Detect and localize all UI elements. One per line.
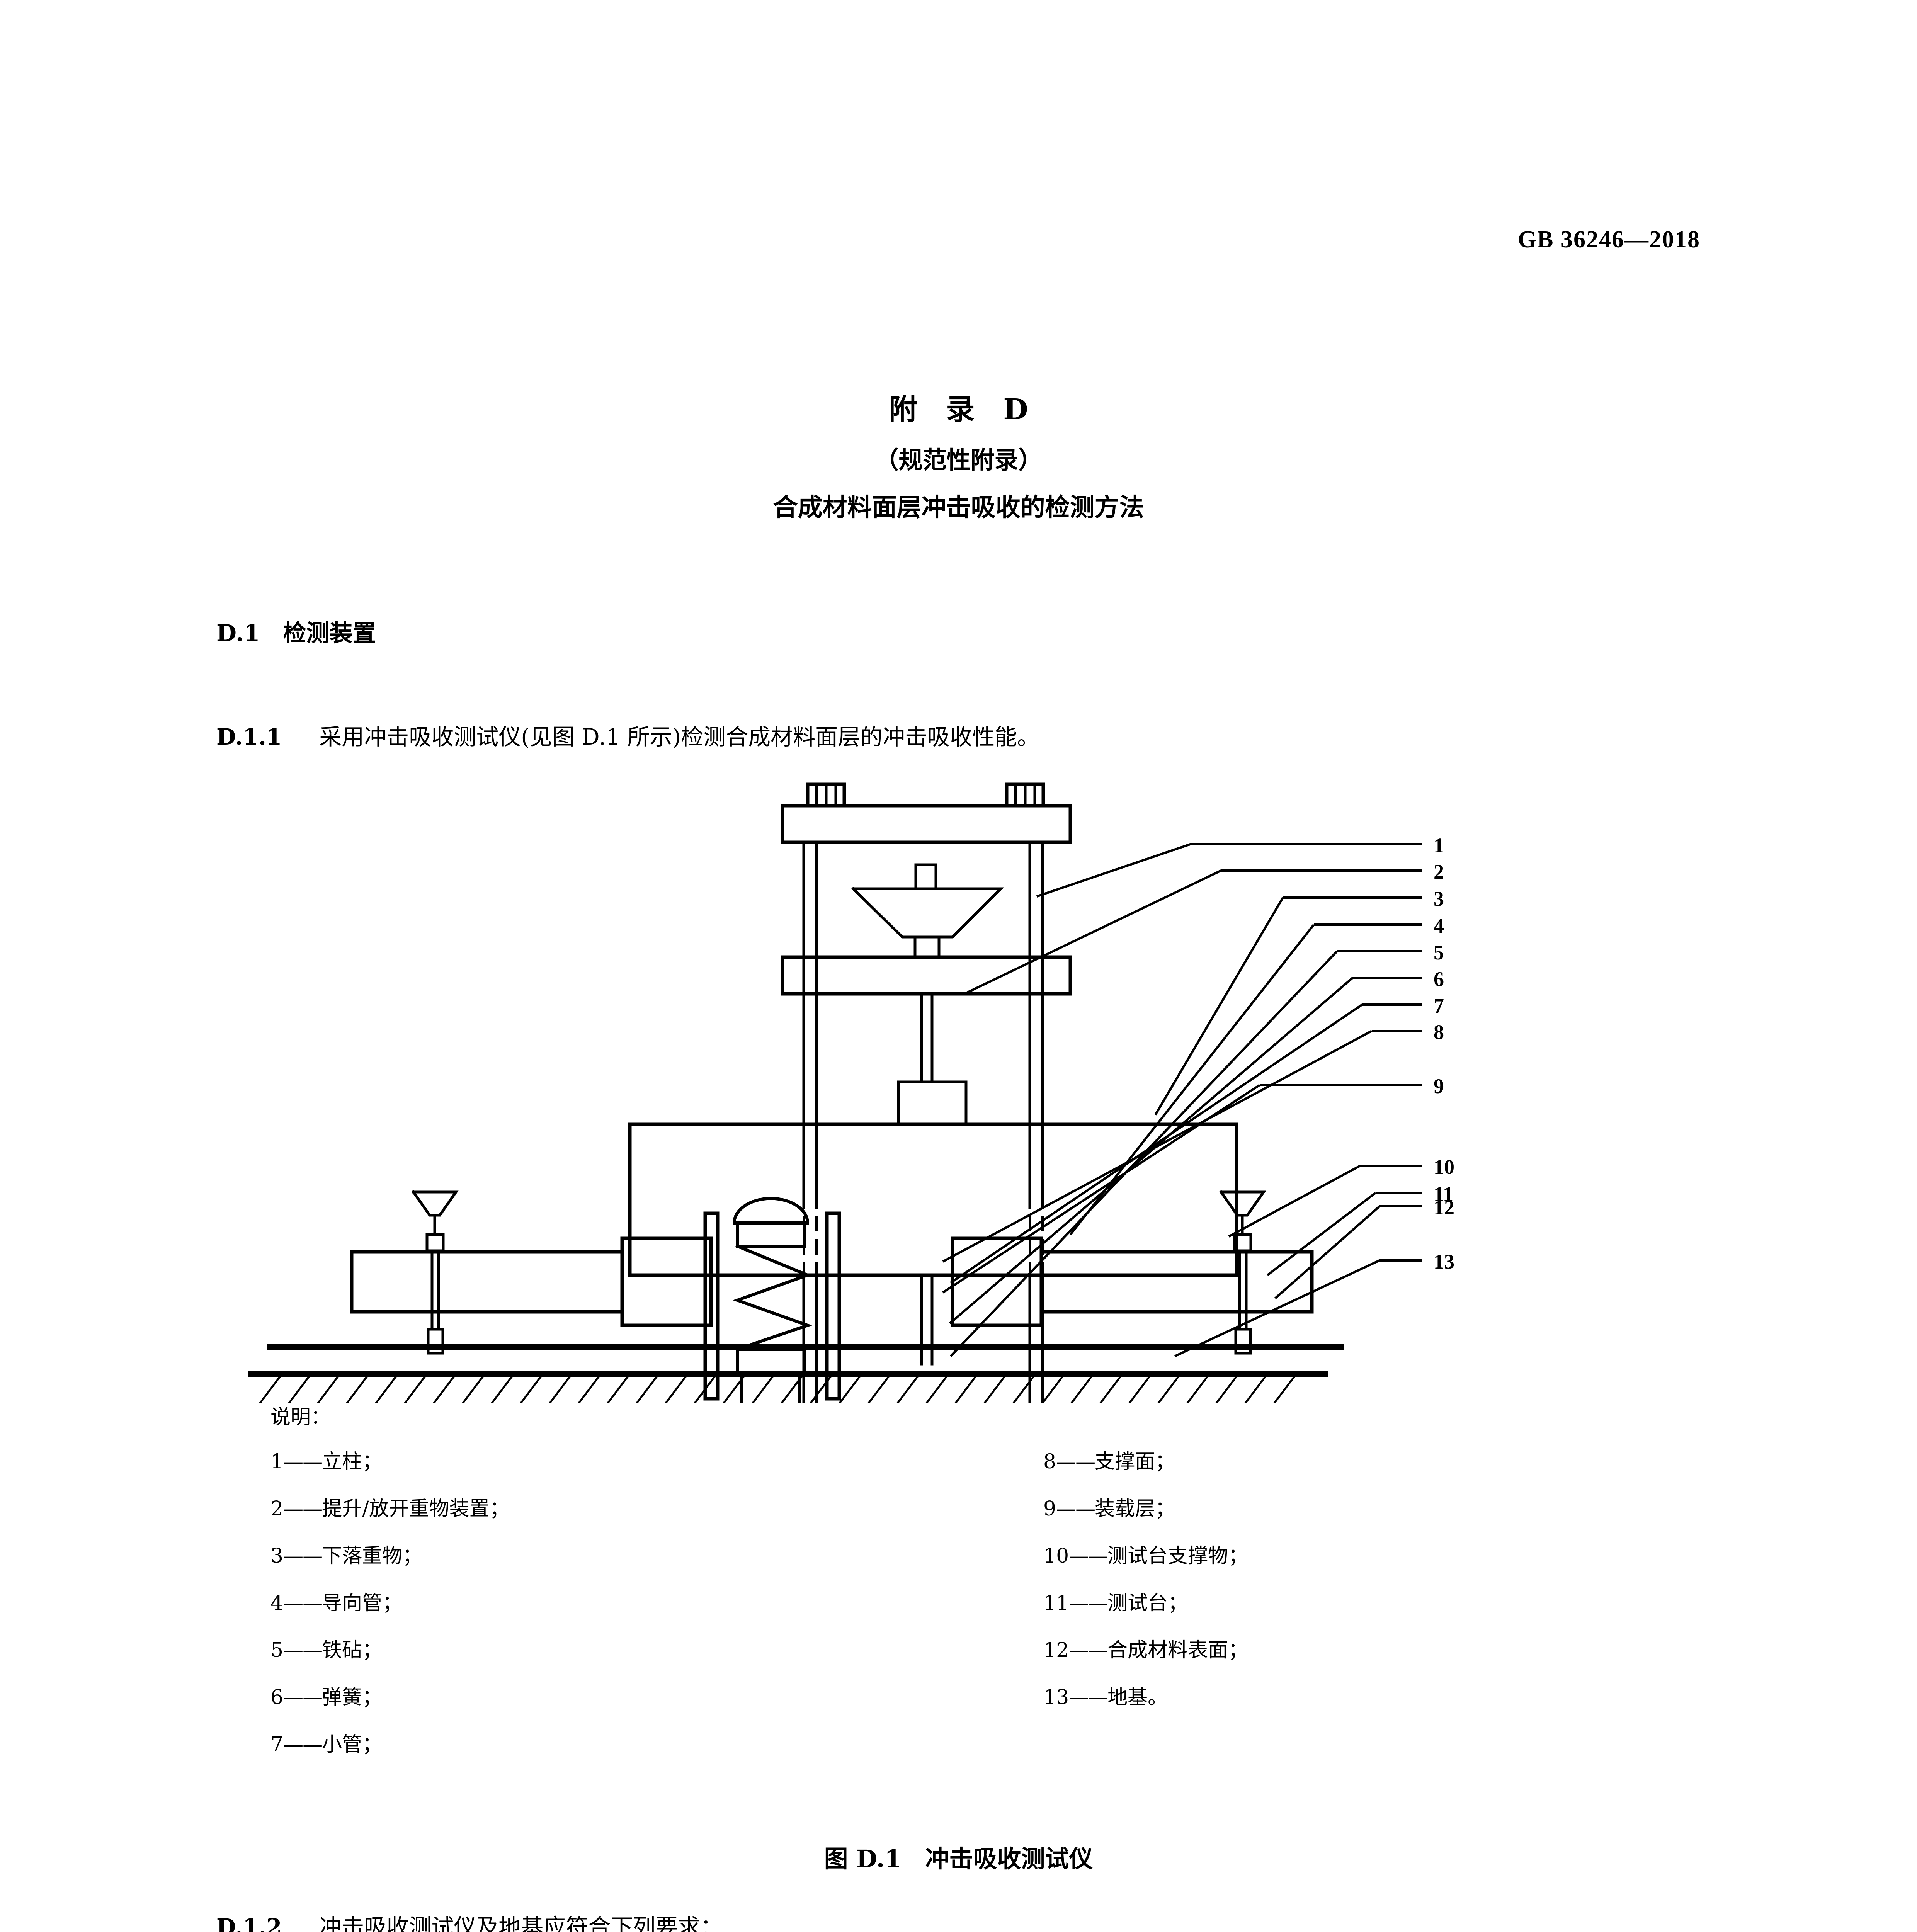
callout-number-2: 2 [1434,860,1444,883]
paragraph-d12: D.1.2 冲击吸收测试仪及地基应符合下列要求： [216,1907,723,1932]
figure-d1-drawing: 1 2 3 4 5 6 7 8 9 10 11 12 13 [248,782,1454,1403]
paragraph-number-d11: D.1.1 [216,724,282,750]
legend-number: 13 [1043,1686,1069,1709]
paragraph-text-d12: 冲击吸收测试仪及地基应符合下列要求： [319,1914,723,1932]
legend-dash: —— [283,1733,323,1756]
legend-item-5: 5——铁砧； [270,1634,382,1663]
legend-label: 小管； [322,1733,383,1756]
figure-caption: 图 D.1 冲击吸收测试仪 [824,1845,1093,1873]
legend-item-1: 1——立柱； [270,1445,382,1474]
legend-dash: —— [1069,1592,1108,1615]
legend-number: 12 [1043,1639,1069,1662]
paragraph-number-d12: D.1.2 [216,1914,282,1932]
callout-number-6: 6 [1434,968,1444,991]
legend-item-3: 3——下落重物； [270,1539,422,1568]
legend-item-13: 13——地基。 [1043,1681,1168,1710]
legend-dash: —— [283,1450,323,1473]
legend-item-2: 2——提升/放开重物装置； [270,1492,510,1521]
legend-item-10: 10——测试台支撑物； [1043,1539,1248,1568]
legend-dash: —— [1069,1544,1108,1568]
legend-label: 测试台支撑物； [1107,1544,1249,1568]
legend-dash: —— [283,1592,323,1615]
legend-item-12: 12——合成材料表面； [1043,1634,1248,1663]
callout-number-4: 4 [1434,914,1444,937]
legend-item-9: 9 ——装载层； [1043,1492,1175,1521]
legend-number: 8 [1043,1450,1056,1473]
legend-label: 提升/放开重物装置； [322,1497,510,1520]
legend-label: 合成材料表面； [1107,1639,1249,1662]
legend-number: 4 [270,1592,284,1615]
annex-name: 合成材料面层冲击吸收的检测方法 [773,493,1144,522]
legend-dash: —— [283,1639,323,1662]
legend-number: 10 [1043,1544,1069,1568]
legend-label: 弹簧； [322,1686,383,1709]
legend-item-4: 4——导向管； [270,1587,402,1616]
legend-item-11: 11——测试台； [1043,1587,1188,1616]
legend-number: 6 [270,1686,284,1709]
legend-number: 11 [1043,1592,1069,1615]
legend-dash: —— [1069,1686,1108,1709]
legend-item-7: 7——小管； [270,1728,382,1757]
legend-number: 1 [270,1450,284,1473]
section-heading-d1: D.1 检测装置 [216,620,376,647]
legend-number: 2 [270,1497,284,1520]
legend-item-8: 8 ——支撑面； [1043,1445,1175,1474]
legend-label: 导向管； [322,1592,403,1615]
paragraph-d11: D.1.1 采用冲击吸收测试仪(见图 D.1 所示)检测合成材料面层的冲击吸收性… [216,717,1039,757]
legend-number: 5 [270,1639,284,1662]
legend-label: 下落重物； [322,1544,423,1568]
legend-dash: —— [283,1544,323,1568]
legend-number: 7 [270,1733,284,1756]
callout-number-3: 3 [1434,887,1444,910]
legend-dash: —— [1056,1497,1095,1520]
legend-label: 铁砧； [322,1639,383,1662]
legend-item-6: 6——弹簧； [270,1681,382,1710]
annex-title: 附 录 D [889,393,1028,426]
callout-number-1: 1 [1434,834,1444,857]
annex-subtitle: （规范性附录） [874,446,1043,474]
legend-label: 装载层； [1095,1497,1175,1520]
legend-dash: —— [1069,1639,1108,1662]
legend-number: 3 [270,1544,284,1568]
legend-label: 测试台； [1107,1592,1188,1615]
legend-dash: —— [283,1686,323,1709]
paragraph-text-d11: 采用冲击吸收测试仪(见图 D.1 所示)检测合成材料面层的冲击吸收性能。 [319,724,1040,750]
callout-number-5: 5 [1434,941,1444,964]
callout-number-7: 7 [1434,994,1444,1017]
callout-number-13: 13 [1434,1250,1454,1273]
callout-number-12: 12 [1434,1196,1454,1219]
legend-label: 立柱； [322,1450,383,1473]
callout-number-8: 8 [1434,1020,1444,1044]
page-header-standard-number: GB 36246—2018 [1517,226,1700,253]
legend-dash: —— [1056,1450,1095,1473]
legend-label: 地基。 [1107,1686,1168,1709]
legend-number: 9 [1043,1497,1056,1520]
callout-number-9: 9 [1434,1075,1444,1098]
callout-number-10: 10 [1434,1155,1454,1179]
legend-label: 支撑面； [1095,1450,1175,1473]
legend-dash: —— [283,1497,323,1520]
legend-heading: 说明： [270,1406,331,1429]
callout-number-11: 11 [1434,1182,1453,1206]
figure-d1-impact-absorption-tester: 1 2 3 4 5 6 7 8 9 10 11 12 13 [216,777,1700,1403]
